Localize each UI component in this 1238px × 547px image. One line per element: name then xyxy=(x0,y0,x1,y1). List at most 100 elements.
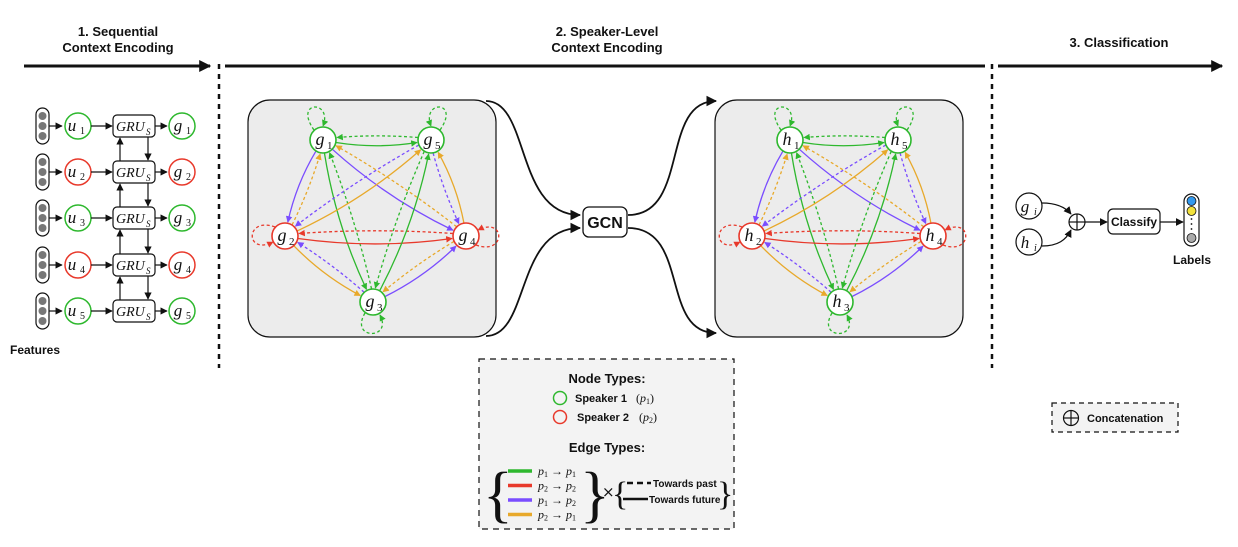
section-header-1: 1. Sequential Context Encoding xyxy=(62,24,173,55)
edge-future xyxy=(798,148,921,231)
gru-subscript: S xyxy=(146,127,151,137)
graph-node-symbol: h xyxy=(745,225,754,245)
utterance-subscript: 3 xyxy=(80,218,85,229)
context-subscript: 4 xyxy=(186,265,191,276)
feature-dot xyxy=(38,178,47,186)
utterance-subscript: 4 xyxy=(80,265,85,276)
graph-node-subscript: 3 xyxy=(377,302,383,314)
feature-dot xyxy=(38,317,47,325)
self-loop-edge xyxy=(718,224,743,248)
labels-label: Labels xyxy=(1173,253,1211,267)
section-1-title-line1: 1. Sequential xyxy=(78,24,158,39)
context-symbol: g xyxy=(174,116,183,135)
context-node xyxy=(168,158,196,186)
context-symbol: g xyxy=(174,162,183,181)
graph-node-circle xyxy=(417,126,445,154)
edge-past xyxy=(795,152,840,289)
edge-type-label: p1 → p2 xyxy=(537,493,576,508)
edge-future xyxy=(331,148,454,231)
graph-node-subscript: 5 xyxy=(435,140,441,152)
graph-node-symbol: h xyxy=(926,225,935,245)
graph-node-circle xyxy=(452,222,480,250)
graph-node-subscript: 1 xyxy=(794,140,800,152)
graph-node-circle xyxy=(776,126,804,154)
graph-node-subscript: 2 xyxy=(756,236,762,248)
concat-legend-label: Concatenation xyxy=(1087,413,1164,425)
towards-future-label: Towards future xyxy=(649,495,721,506)
connector-graph-to-gcn-bottom xyxy=(485,222,582,337)
edge-future xyxy=(285,150,317,223)
graph-node-symbol: g xyxy=(424,129,433,149)
gru-label: GRU xyxy=(116,120,146,135)
edge-past xyxy=(328,152,373,289)
context-node xyxy=(168,112,196,140)
feature-dot xyxy=(38,224,47,232)
utterance-symbol: u xyxy=(68,301,77,320)
edge-future xyxy=(335,140,418,147)
edge-type-item: p1 → p2 xyxy=(508,493,576,508)
gcn-block: GCN xyxy=(582,206,628,238)
edge-type-item: p2 → p2 xyxy=(508,479,576,494)
edge-past xyxy=(291,153,322,226)
hi-subscript: i xyxy=(1034,243,1037,254)
edge-future xyxy=(379,153,431,291)
towards-past-label: Towards past xyxy=(653,479,717,490)
edge-past xyxy=(432,152,460,225)
utterance-symbol: u xyxy=(68,255,77,274)
graph-node-symbol: g xyxy=(278,225,287,245)
speaker2-label: Speaker 2 xyxy=(577,412,629,424)
section-2-title-line2: Context Encoding xyxy=(551,40,662,55)
context-subscript: 2 xyxy=(186,172,191,183)
context-symbol: g xyxy=(174,208,183,227)
times-symbol: × xyxy=(602,483,615,501)
self-loop-edge xyxy=(774,106,796,131)
edge-types-title: Edge Types: xyxy=(569,440,645,455)
section-1-title-line2: Context Encoding xyxy=(62,40,173,55)
speaker1-label: Speaker 1 xyxy=(575,393,627,405)
output-graph-panel xyxy=(714,99,964,338)
connector-gcn-to-graph-bottom xyxy=(627,227,718,339)
edge-past xyxy=(849,240,922,293)
context-node xyxy=(168,204,196,232)
graph-node-subscript: 4 xyxy=(937,236,943,248)
node-type-speaker2: Speaker 2 (p2) xyxy=(552,409,657,425)
edge-past xyxy=(761,144,887,227)
edge-past xyxy=(382,240,455,293)
gru-subscript: S xyxy=(146,219,151,229)
edge-type-item: p2 → p1 xyxy=(508,508,576,523)
edge-past xyxy=(294,144,420,227)
edge-past xyxy=(336,133,419,141)
feature-dot xyxy=(38,271,47,279)
feature-dot xyxy=(38,158,47,166)
feature-dot xyxy=(38,251,47,259)
context-node xyxy=(168,251,196,279)
edge-past xyxy=(899,152,927,225)
edge-future xyxy=(752,150,784,223)
graph-node-symbol: g xyxy=(366,291,375,311)
section-3-title: 3. Classification xyxy=(1070,35,1169,50)
graph-node-circle xyxy=(826,288,854,316)
feature-dot xyxy=(38,214,47,222)
feature-dot xyxy=(38,297,47,305)
graph-node-circle xyxy=(919,222,947,250)
graph-legend: Node Types: Speaker 1 (p1) Speaker 2 (p2… xyxy=(478,358,735,530)
edge-past xyxy=(764,241,832,293)
edge-future xyxy=(851,245,924,298)
feature-dot xyxy=(38,261,47,269)
direction-right-brace: } xyxy=(717,476,733,513)
connector-gcn-to-graph-top xyxy=(627,95,718,216)
gru-label: GRU xyxy=(116,259,146,274)
utterance-subscript: 2 xyxy=(80,172,85,183)
self-loop-edge xyxy=(942,224,967,248)
edge-future xyxy=(760,245,828,297)
edge-type-label: p2 → p2 xyxy=(537,479,576,494)
graph-node-symbol: h xyxy=(783,129,792,149)
edge-layer xyxy=(251,106,500,335)
self-loop-edge xyxy=(892,106,914,131)
